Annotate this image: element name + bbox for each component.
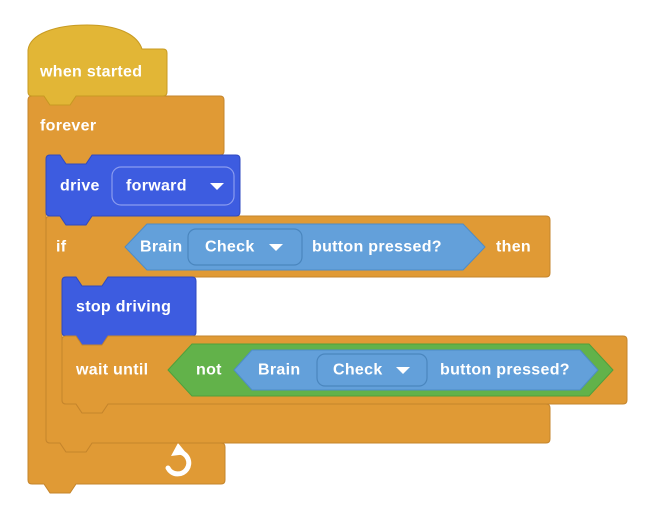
stop-driving-block[interactable]: stop driving — [61, 276, 197, 346]
chevron-down-icon[interactable] — [396, 367, 410, 374]
dropdown-value: Check — [333, 362, 383, 379]
drive-block[interactable]: drive forward — [45, 154, 241, 226]
not-operator-block[interactable]: not Brain Check button pressed? — [167, 343, 614, 397]
chevron-down-icon[interactable] — [269, 244, 283, 251]
condition-device-label: Brain — [258, 362, 300, 379]
forever-label: forever — [40, 118, 96, 135]
when-started-block[interactable]: when started — [27, 24, 168, 106]
button-select-dropdown[interactable]: Check — [316, 353, 428, 387]
when-started-shape[interactable] — [27, 24, 168, 106]
direction-select-dropdown[interactable]: forward — [111, 166, 235, 206]
if-keyword: if — [56, 239, 67, 256]
loop-arrow-icon — [165, 443, 192, 477]
condition-device-label: Brain — [140, 239, 182, 256]
condition-suffix-label: button pressed? — [312, 239, 442, 256]
when-started-label: when started — [39, 64, 142, 81]
dropdown-box[interactable] — [111, 166, 235, 206]
wait-until-label: wait until — [75, 362, 148, 379]
brain-button-pressed-condition[interactable]: Brain Check button pressed? — [233, 349, 599, 391]
drive-label: drive — [60, 178, 100, 195]
then-keyword: then — [496, 239, 531, 256]
dropdown-value: forward — [126, 178, 187, 195]
dropdown-box[interactable] — [187, 228, 303, 266]
condition-suffix-label: button pressed? — [440, 362, 570, 379]
brain-button-pressed-condition[interactable]: Brain Check button pressed? — [124, 223, 486, 271]
button-select-dropdown[interactable]: Check — [187, 228, 303, 266]
wait-until-block[interactable]: wait until not Brain Check button presse… — [61, 335, 628, 414]
chevron-down-icon[interactable] — [210, 183, 224, 190]
dropdown-value: Check — [205, 239, 255, 256]
stop-driving-label: stop driving — [76, 299, 171, 316]
if-then-block[interactable]: if Brain Check button pressed? then — [45, 215, 551, 453]
dropdown-box[interactable] — [316, 353, 428, 387]
forever-block[interactable]: forever — [27, 95, 226, 494]
not-label: not — [196, 362, 222, 379]
